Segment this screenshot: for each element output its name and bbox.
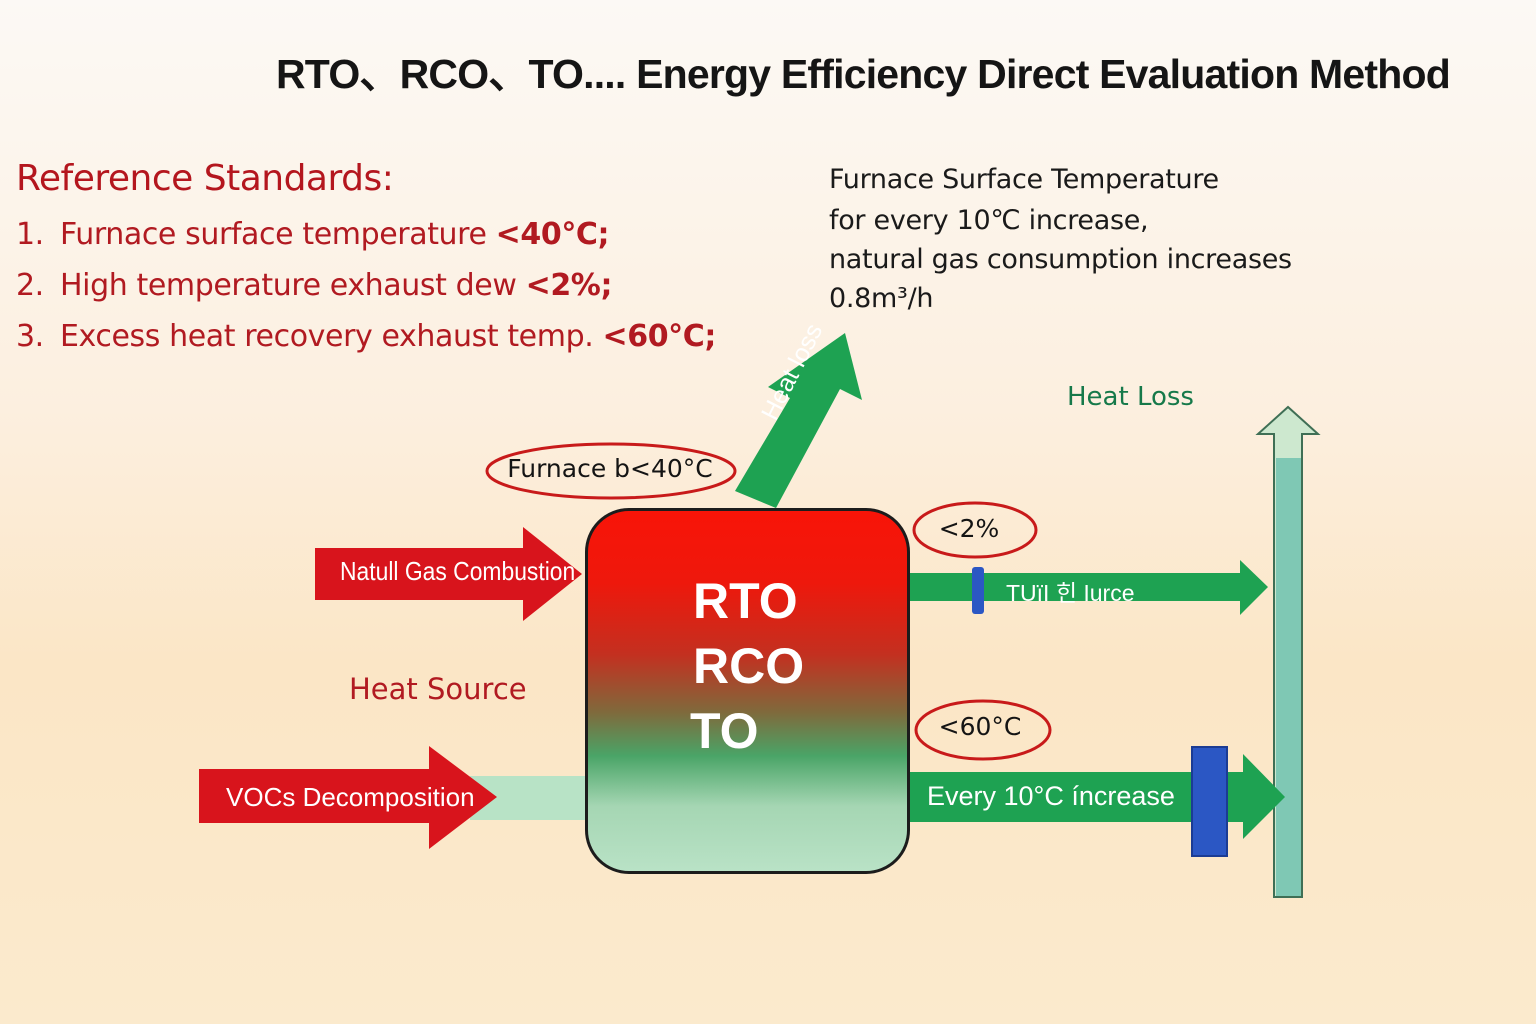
reference-item-value: <60°C;	[602, 319, 716, 354]
reference-heading: Reference Standards:	[16, 158, 394, 199]
exhaust-temp-oval-label: <60°C	[938, 712, 1022, 741]
box-label-rco: RCO	[693, 638, 805, 694]
recovery-arrow-label: Every 10°C íncrease	[927, 781, 1175, 811]
note-line: for every 10℃ increase,	[829, 205, 1149, 236]
heat-loss-label: Heat Loss	[1067, 382, 1194, 412]
box-label-to: TO	[690, 703, 759, 759]
reference-item-text: Furnace surface temperature	[60, 217, 496, 252]
furnace-box	[585, 508, 910, 874]
heat-loss-up-arrow	[735, 333, 862, 508]
reference-item: 2. High temperature exhaust dew <2%;	[16, 268, 612, 303]
natural-gas-arrow	[315, 527, 582, 621]
natural-gas-arrow-label: Natull Gas Combustion	[340, 556, 576, 586]
recovery-valve-icon	[1191, 746, 1228, 857]
reference-item-text: Excess heat recovery exhaust temp.	[60, 319, 603, 354]
note-title: Furnace Surface Temperature	[829, 164, 1219, 195]
reference-item-value: <2%;	[525, 268, 613, 303]
dew-oval-label: <2%	[938, 514, 1000, 543]
note-line: 0.8m³/h	[829, 283, 934, 314]
note-line: natural gas consumption increases	[829, 244, 1292, 275]
heat-source-label: Heat Source	[349, 672, 527, 706]
furnace-oval-label: Furnace b<40°C	[507, 454, 713, 483]
exhaust-temp-oval	[914, 699, 1052, 761]
dew-oval	[912, 501, 1038, 559]
reference-item-number: 1.	[16, 217, 44, 252]
exhaust-arrow	[905, 560, 1268, 615]
furnace-oval	[485, 442, 737, 500]
page-title: RTO、RCO、TO.... Energy Efficiency Direct …	[276, 51, 1451, 97]
reference-item-text: High temperature exhaust dew	[60, 268, 526, 303]
reference-item: 1. Furnace surface temperature <40°C;	[16, 217, 610, 252]
reference-item-number: 2.	[16, 268, 44, 303]
reference-item: 3. Excess heat recovery exhaust temp. <60…	[16, 319, 716, 354]
reference-item-number: 3.	[16, 319, 44, 354]
vocs-arrow-label: VOCs Decomposition	[226, 782, 475, 812]
vocs-arrow	[199, 746, 497, 849]
exhaust-arrow-label: TUïI 힌 Iurce	[1006, 580, 1135, 606]
box-label-rto: RTO	[693, 573, 798, 629]
stack-body	[1276, 458, 1301, 896]
exhaust-valve-icon	[972, 567, 984, 614]
reference-item-value: <40°C;	[495, 217, 610, 252]
